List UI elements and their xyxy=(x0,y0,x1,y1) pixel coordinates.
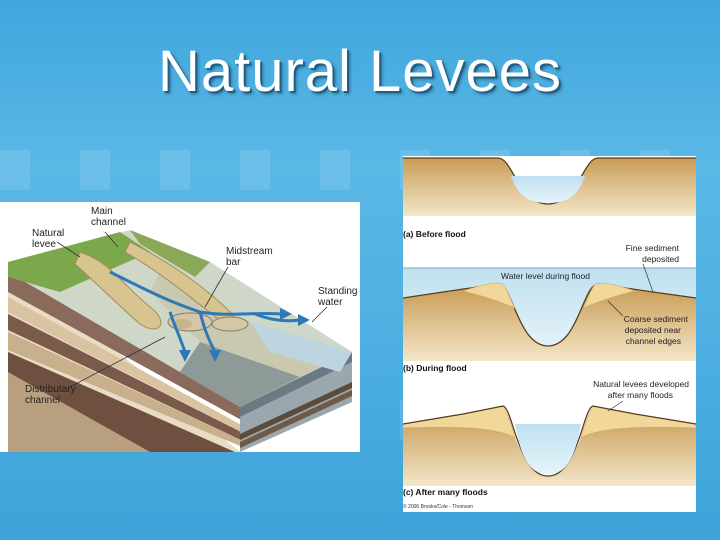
section-c xyxy=(402,405,697,512)
coarse-sediment-label: channel edges xyxy=(626,336,681,346)
fine-sediment-label: Fine sediment xyxy=(626,243,680,253)
label-distributary-channel: Distributary xyxy=(25,384,76,395)
label-midstream-bar: Midstream xyxy=(226,246,273,257)
caption-b: (b) During flood xyxy=(403,363,467,373)
section-b xyxy=(402,267,697,381)
water-level-label: Water level during flood xyxy=(501,271,590,281)
section-c-leader xyxy=(607,400,624,412)
label-distributary-channel: channel xyxy=(25,395,60,406)
strata-front-face xyxy=(8,262,245,452)
label-main-channel: Main xyxy=(91,206,113,217)
label-leaders xyxy=(56,231,328,388)
caption-a: (a) Before flood xyxy=(403,229,466,239)
right-face xyxy=(240,352,352,452)
label-standing-water: water xyxy=(317,297,343,308)
label-main-channel: channel xyxy=(91,217,126,228)
fine-sediment-label: deposited xyxy=(642,254,679,264)
label-standing-water: Standing xyxy=(318,286,357,297)
copyright-note: © 2006 Brooks/Cole - Thomson xyxy=(403,503,473,510)
block-diagram-panel: Main channel Natural levee Midstream bar… xyxy=(0,202,360,452)
block-diagram: Main channel Natural levee Midstream bar… xyxy=(8,206,357,452)
midstream-bar xyxy=(172,319,192,329)
label-natural-levee: Natural xyxy=(32,228,64,239)
slide-title: Natural Levees xyxy=(157,39,563,104)
cross-section-diagram: (a) Before flood Fine sediment deposited… xyxy=(402,156,697,512)
label-natural-levee: levee xyxy=(32,239,56,250)
cross-section-panel: (a) Before flood Fine sediment deposited… xyxy=(402,156,697,512)
section-a xyxy=(403,156,696,236)
midstream-bar xyxy=(211,316,249,332)
section-b-leaders xyxy=(607,263,654,317)
coarse-sediment-label: deposited near xyxy=(625,325,681,335)
flow-arrowheads xyxy=(179,308,310,362)
flow-arrows xyxy=(109,270,301,353)
coarse-sediment-label: Coarse sediment xyxy=(624,314,689,324)
caption-c: (c) After many floods xyxy=(403,487,488,497)
natural-levees-developed-label: Natural levees developed xyxy=(593,379,689,389)
natural-levees-developed-label: after many floods xyxy=(608,390,673,400)
label-midstream-bar: bar xyxy=(226,257,241,268)
